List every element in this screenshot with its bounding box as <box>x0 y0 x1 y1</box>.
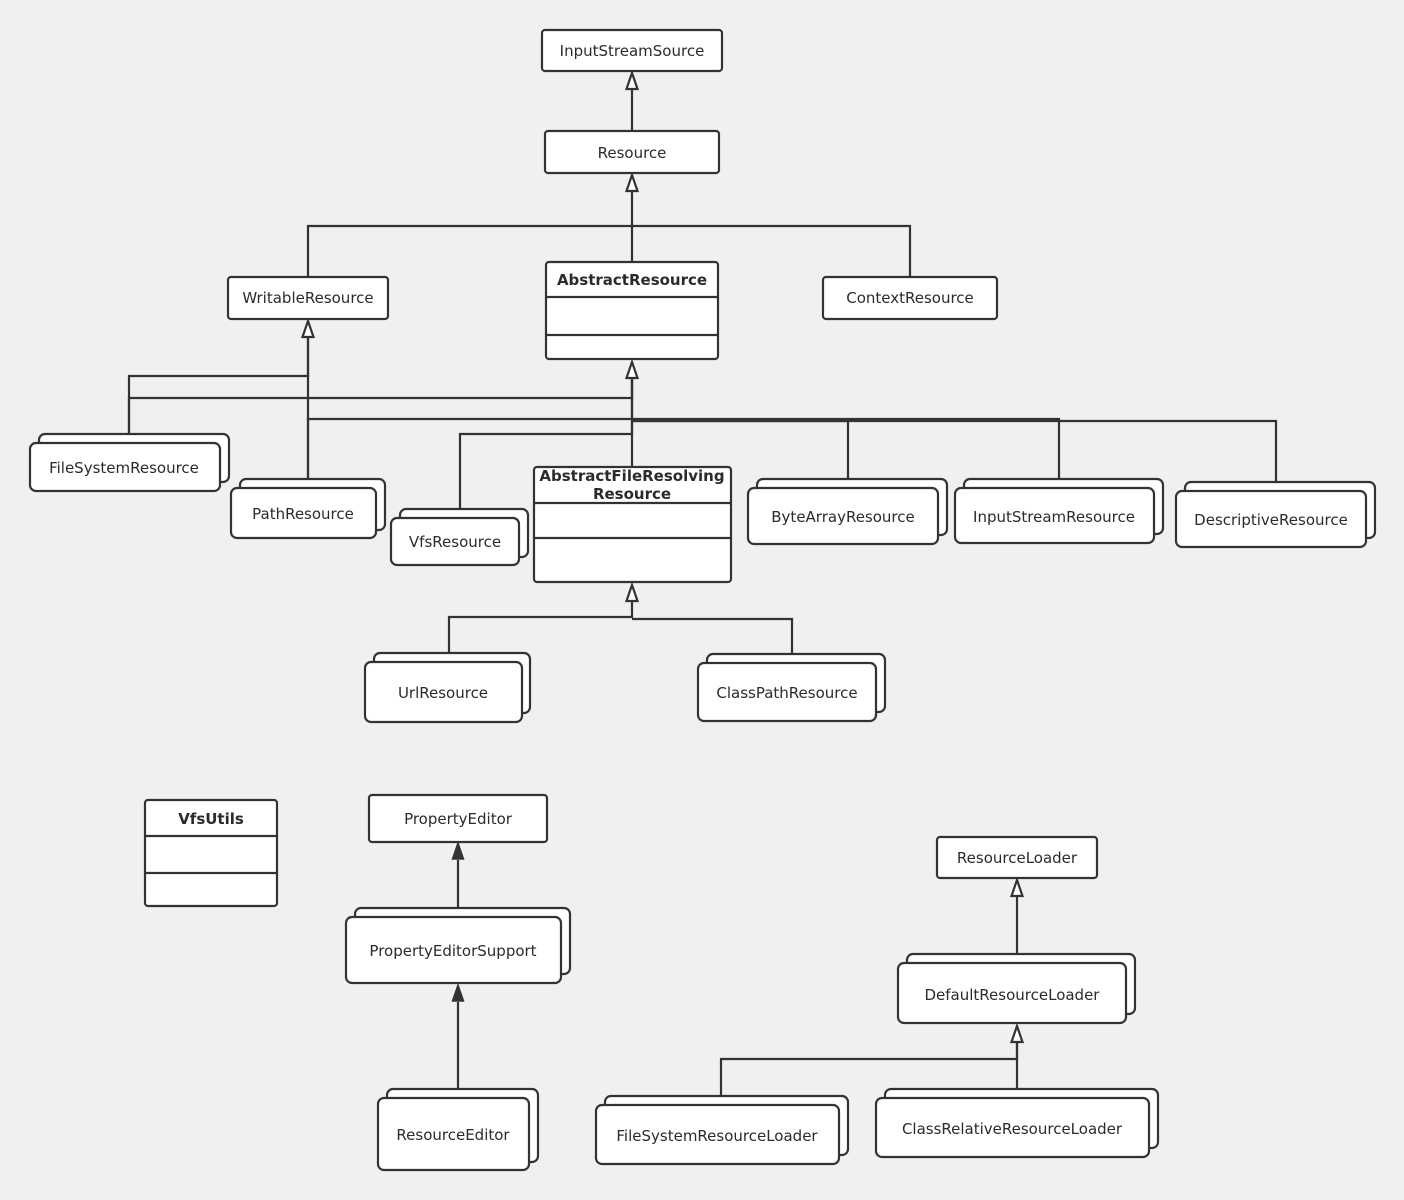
node-descriptiveresource-label: DescriptiveResource <box>1194 511 1348 529</box>
node-abstractfileresolvingresource[interactable]: AbstractFileResolving Resource <box>532 465 733 584</box>
node-resource-label: Resource <box>598 144 667 162</box>
edge-inputstreamresource-to-abstractresource <box>632 417 1061 479</box>
edge-filesystemresource-to-abstractresource <box>127 379 634 434</box>
node-propertyeditorsupport[interactable]: PropertyEditorSupport <box>344 906 572 985</box>
node-vfsutils[interactable]: VfsUtils <box>143 798 279 908</box>
edge-pathresource-to-abstractresource <box>306 417 632 479</box>
edge-writableresource-to-resource <box>306 224 632 277</box>
node-abstractfileresolvingresource-line1: AbstractFileResolving <box>539 467 724 485</box>
node-classrelativeresourceloader[interactable]: ClassRelativeResourceLoader <box>874 1087 1160 1159</box>
node-inputstreamsource[interactable]: InputStreamSource <box>540 28 724 73</box>
node-contextresource-label: ContextResource <box>846 289 974 307</box>
node-vfsutils-label: VfsUtils <box>178 810 244 828</box>
node-filesystemresource[interactable]: FileSystemResource <box>28 432 231 493</box>
arrow-abstractfileresolving-hollow <box>624 581 640 603</box>
node-classrelativeresourceloader-label: ClassRelativeResourceLoader <box>902 1120 1123 1138</box>
node-resourceloader-label: ResourceLoader <box>957 849 1078 867</box>
arrow-resource-hollow <box>624 171 640 193</box>
node-descriptiveresource[interactable]: DescriptiveResource <box>1174 480 1377 549</box>
node-pathresource[interactable]: PathResource <box>229 477 387 540</box>
edges <box>127 90 1278 1096</box>
edge-classpathresource-to-abstractfileresolving <box>632 617 794 654</box>
edge-descriptiveresource-to-abstractresource <box>632 419 1278 482</box>
edge-contextresource-to-resource <box>632 224 912 277</box>
node-defaultresourceloader-label: DefaultResourceLoader <box>925 986 1101 1004</box>
node-filesystemresource-label: FileSystemResource <box>49 459 199 477</box>
arrow-propertyeditor-solid <box>451 840 465 860</box>
edge-filesystemresource-to-writableresource <box>127 338 310 434</box>
node-bytearrayresource-label: ByteArrayResource <box>771 508 914 526</box>
node-inputstreamresource[interactable]: InputStreamResource <box>953 477 1165 545</box>
node-abstractresource[interactable]: AbstractResource <box>544 260 720 361</box>
node-vfsresource[interactable]: VfsResource <box>389 507 530 567</box>
node-resourceeditor[interactable]: ResourceEditor <box>376 1087 540 1172</box>
node-propertyeditor-label: PropertyEditor <box>404 810 513 828</box>
node-resourceeditor-label: ResourceEditor <box>396 1126 510 1144</box>
edge-urlresource-to-abstractfileresolving <box>447 602 634 653</box>
node-propertyeditor[interactable]: PropertyEditor <box>367 793 549 844</box>
arrow-writableresource-hollow <box>300 317 316 339</box>
node-urlresource[interactable]: UrlResource <box>363 651 532 724</box>
node-classpathresource[interactable]: ClassPathResource <box>696 652 887 723</box>
node-filesystemresourceloader-label: FileSystemResourceLoader <box>616 1127 818 1145</box>
node-inputstreamsource-label: InputStreamSource <box>560 42 705 60</box>
node-resourceloader[interactable]: ResourceLoader <box>935 835 1099 880</box>
arrow-propertyeditorsupport-solid <box>451 982 465 1002</box>
arrow-inputstreamsource-hollow <box>624 69 640 91</box>
node-resource[interactable]: Resource <box>543 129 721 175</box>
node-contextresource[interactable]: ContextResource <box>821 275 999 321</box>
node-propertyeditorsupport-label: PropertyEditorSupport <box>369 942 536 960</box>
node-writableresource-label: WritableResource <box>242 289 373 307</box>
node-inputstreamresource-label: InputStreamResource <box>973 508 1135 526</box>
arrow-abstractresource-hollow <box>624 358 640 380</box>
node-filesystemresourceloader[interactable]: FileSystemResourceLoader <box>594 1094 850 1166</box>
node-pathresource-label: PathResource <box>252 505 354 523</box>
arrowheads <box>300 69 1025 1044</box>
node-urlresource-label: UrlResource <box>398 684 488 702</box>
node-writableresource[interactable]: WritableResource <box>226 275 390 321</box>
node-defaultresourceloader[interactable]: DefaultResourceLoader <box>896 952 1137 1025</box>
node-classpathresource-label: ClassPathResource <box>716 684 857 702</box>
node-vfsresource-label: VfsResource <box>409 533 501 551</box>
node-bytearrayresource[interactable]: ByteArrayResource <box>746 477 949 546</box>
node-abstractfileresolvingresource-line2: Resource <box>593 485 671 503</box>
arrow-defaultresourceloader-hollow <box>1009 1022 1025 1044</box>
node-abstractresource-label: AbstractResource <box>557 271 707 289</box>
arrow-resourceloader-hollow <box>1009 876 1025 898</box>
